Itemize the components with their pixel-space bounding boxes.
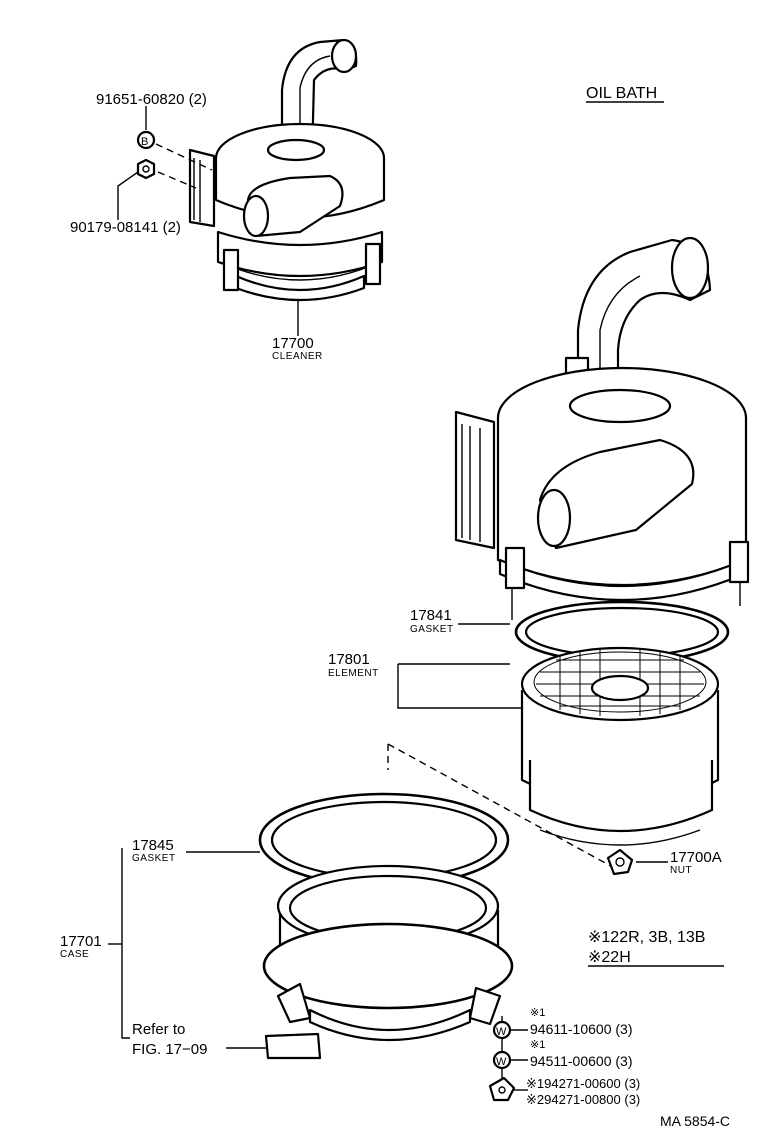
- element-large: [520, 646, 720, 846]
- washer-1-note: ※1: [530, 1007, 545, 1019]
- gasket-upper-part-name: GASKET: [410, 624, 454, 635]
- nut-small-part-number: 90179-08141 (2): [70, 219, 181, 236]
- gasket-upper: [514, 600, 730, 664]
- assembly-guide-line: [387, 743, 619, 871]
- wing-bolt-1-part-number: ※194271-00600 (3): [526, 1076, 640, 1091]
- refer-line-1: Refer to: [132, 1021, 185, 1038]
- figure-code: MA 5854-C: [660, 1113, 730, 1129]
- legend-line-2: ※22H: [588, 949, 631, 966]
- cleaner-assembly-small: [188, 38, 386, 302]
- bolt-symbol-letter: B: [141, 136, 148, 148]
- gasket-upper-part-number: 17841: [410, 607, 452, 624]
- washer-2-symbol-letter: W: [496, 1056, 507, 1068]
- case-part-number: 17701: [60, 933, 102, 950]
- element-part-name: ELEMENT: [328, 668, 379, 679]
- gasket-lower-part-name: GASKET: [132, 853, 176, 864]
- wing-nut-part-number: 17700A: [670, 849, 722, 866]
- cleaner-part-name: CLEANER: [272, 351, 323, 362]
- wing-nut-shape: [606, 848, 634, 876]
- case: [262, 864, 514, 1042]
- washer-2-part-number: 94511-00600 (3): [530, 1053, 632, 1069]
- washer-1-symbol-letter: W: [496, 1026, 507, 1038]
- refer-plate: [264, 1032, 322, 1060]
- small-nut-shape: [136, 158, 156, 180]
- case-part-name: CASE: [60, 949, 89, 960]
- wing-bolt-2-part-number: ※294271-00800 (3): [526, 1092, 640, 1107]
- washer-2-note: ※1: [530, 1039, 545, 1051]
- gasket-lower-part-number: 17845: [132, 837, 174, 854]
- wing-bolt-shape: [488, 1076, 516, 1102]
- washer-1-part-number: 94611-10600 (3): [530, 1021, 632, 1037]
- element-part-number: 17801: [328, 651, 370, 668]
- refer-line-2: FIG. 17−09: [132, 1041, 207, 1058]
- cleaner-top-large: [454, 236, 750, 620]
- wing-nut-part-name: NUT: [670, 865, 692, 876]
- diagram-title: OIL BATH: [586, 85, 657, 102]
- legend-line-1: ※122R, 3B, 13B: [588, 929, 705, 946]
- bolt-part-number: 91651-60820 (2): [96, 91, 207, 108]
- bolt-symbol: [136, 130, 156, 150]
- cleaner-part-number: 17700: [272, 335, 314, 352]
